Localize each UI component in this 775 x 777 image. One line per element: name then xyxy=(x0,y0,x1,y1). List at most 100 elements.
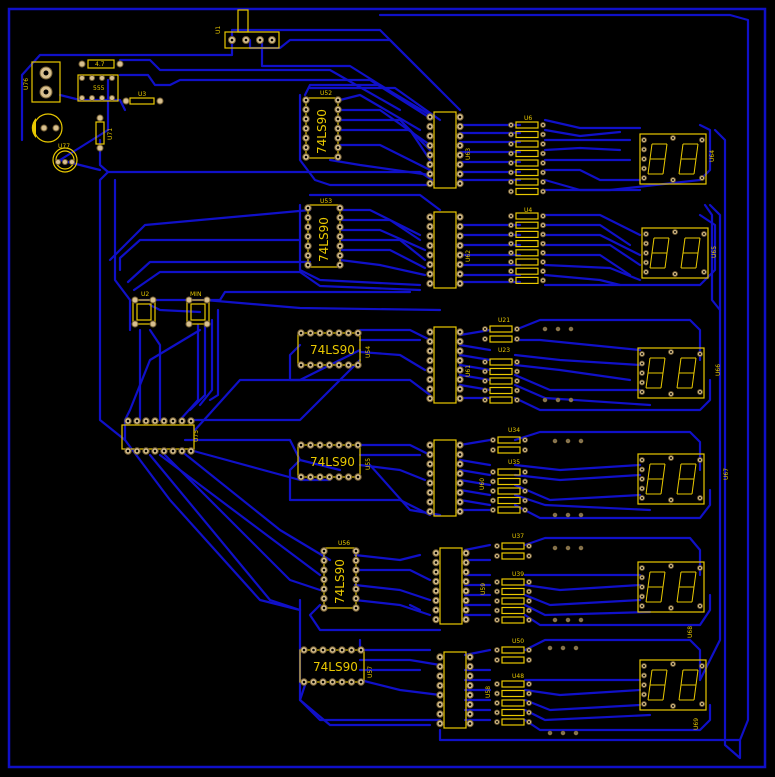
u55-part: 74LS90 xyxy=(310,455,355,469)
resistor[interactable] xyxy=(494,689,532,698)
pushbutton-min[interactable]: MIN xyxy=(185,291,211,328)
u60-label: U60 xyxy=(479,478,486,490)
ic-u56[interactable]: 74LS90 U56 xyxy=(320,540,360,612)
ic-u59[interactable]: U59 xyxy=(432,547,487,625)
resistor[interactable] xyxy=(508,230,546,238)
resistor[interactable] xyxy=(490,468,528,476)
u52-part: 74LS90 xyxy=(315,109,329,154)
ic-u63[interactable]: U63 xyxy=(426,111,472,189)
resistor[interactable] xyxy=(482,367,520,376)
ic-u52[interactable]: 74LS90 U52 xyxy=(302,90,342,161)
u57-label: U57 xyxy=(367,666,374,678)
u50-label: U50 xyxy=(512,638,524,645)
resistor[interactable] xyxy=(494,542,532,550)
resistor[interactable] xyxy=(494,718,532,726)
u57-part: 74LS90 xyxy=(313,660,358,674)
u2-label: U2 xyxy=(141,291,149,298)
resistor[interactable] xyxy=(494,680,532,688)
resistor[interactable] xyxy=(494,656,532,664)
resistor[interactable] xyxy=(490,436,528,444)
u37-label: U37 xyxy=(512,533,524,540)
resistor[interactable] xyxy=(482,325,520,333)
resistor-banks xyxy=(482,121,584,736)
resistor[interactable] xyxy=(508,258,546,266)
resistor[interactable] xyxy=(494,587,532,596)
seven-segment-display[interactable] xyxy=(639,659,707,711)
seven-segment-display[interactable] xyxy=(641,227,709,279)
seven-segment-display[interactable] xyxy=(637,347,705,399)
u75-label: U75 xyxy=(193,430,200,442)
components: U1 U76 4.7 555 U3 xyxy=(23,9,730,736)
resistor[interactable] xyxy=(494,616,532,624)
capacitor-u71[interactable] xyxy=(31,113,63,143)
terminal-u76[interactable]: U76 xyxy=(23,61,61,103)
ic-u62[interactable]: U62 xyxy=(426,211,472,289)
resistor[interactable] xyxy=(494,646,532,654)
resistor[interactable] xyxy=(508,140,546,148)
resistor[interactable] xyxy=(482,386,520,395)
resistor[interactable] xyxy=(482,377,520,385)
r47-label: 4.7 xyxy=(95,61,105,68)
resistor[interactable] xyxy=(494,708,532,717)
regulator-u77[interactable]: U77 xyxy=(52,143,78,173)
resistor[interactable] xyxy=(482,335,520,343)
resistor[interactable] xyxy=(490,506,528,514)
component-u3[interactable]: U3 xyxy=(122,91,164,105)
resistor[interactable] xyxy=(508,159,546,167)
ic-555[interactable]: 555 xyxy=(77,74,119,102)
resistor[interactable] xyxy=(508,276,546,284)
resistor-4.7[interactable]: 4.7 xyxy=(78,59,124,69)
resistor[interactable] xyxy=(508,249,546,257)
u21-label: U21 xyxy=(498,317,510,324)
resistor[interactable] xyxy=(494,552,532,560)
ic-u58[interactable]: U58 xyxy=(436,651,492,729)
u69-label: U69 xyxy=(693,718,700,730)
u56-label: U56 xyxy=(338,540,350,547)
resistor[interactable] xyxy=(508,168,546,177)
u54-part: 74LS90 xyxy=(310,343,355,357)
seven-segment-display[interactable] xyxy=(637,453,705,505)
resistor[interactable] xyxy=(508,240,546,248)
pushbutton-u2[interactable]: U2 xyxy=(131,291,157,328)
resistor[interactable] xyxy=(508,187,546,196)
u65-label: U65 xyxy=(711,246,718,258)
u58-label: U58 xyxy=(485,686,492,698)
resistor[interactable] xyxy=(508,221,546,229)
u67-label: U67 xyxy=(723,468,730,480)
resistor[interactable] xyxy=(482,396,520,404)
resistor[interactable] xyxy=(508,178,546,186)
resistor[interactable] xyxy=(490,446,528,454)
u77-label: U77 xyxy=(58,143,70,150)
ic-u57[interactable]: 74LS90 U57 xyxy=(299,646,374,686)
copper-traces xyxy=(20,13,750,760)
u3-label: U3 xyxy=(138,91,146,98)
resistor[interactable] xyxy=(490,477,528,486)
ic-u53[interactable]: 74LS90 U53 xyxy=(304,198,344,269)
u68-label: U68 xyxy=(687,626,694,638)
component-u71[interactable]: U71 xyxy=(95,114,114,152)
resistor[interactable] xyxy=(508,121,546,129)
ic-u75[interactable]: U75 xyxy=(121,417,200,455)
resistor[interactable] xyxy=(508,267,546,275)
seven-segment-display[interactable] xyxy=(639,133,707,185)
ic-u60[interactable]: U60 xyxy=(426,439,486,517)
u53-part: 74LS90 xyxy=(317,217,331,262)
u59-label: U59 xyxy=(480,583,487,595)
resistor[interactable] xyxy=(508,130,546,139)
min-label: MIN xyxy=(190,291,201,298)
resistor[interactable] xyxy=(482,358,520,366)
connector-u1[interactable]: U1 xyxy=(215,9,280,49)
resistor[interactable] xyxy=(490,487,528,495)
ic-u55[interactable]: 74LS90 U55 xyxy=(297,441,372,481)
resistor[interactable] xyxy=(490,496,528,505)
u4-label: U4 xyxy=(524,207,532,214)
resistor[interactable] xyxy=(508,149,546,158)
resistor[interactable] xyxy=(508,212,546,220)
resistor[interactable] xyxy=(494,578,532,586)
ic-u54[interactable]: 74LS90 U54 xyxy=(297,329,372,369)
seven-segment-display[interactable] xyxy=(637,561,705,613)
resistor[interactable] xyxy=(494,597,532,605)
resistor[interactable] xyxy=(494,606,532,615)
ic-u61[interactable]: U61 xyxy=(426,326,472,404)
resistor[interactable] xyxy=(494,699,532,707)
